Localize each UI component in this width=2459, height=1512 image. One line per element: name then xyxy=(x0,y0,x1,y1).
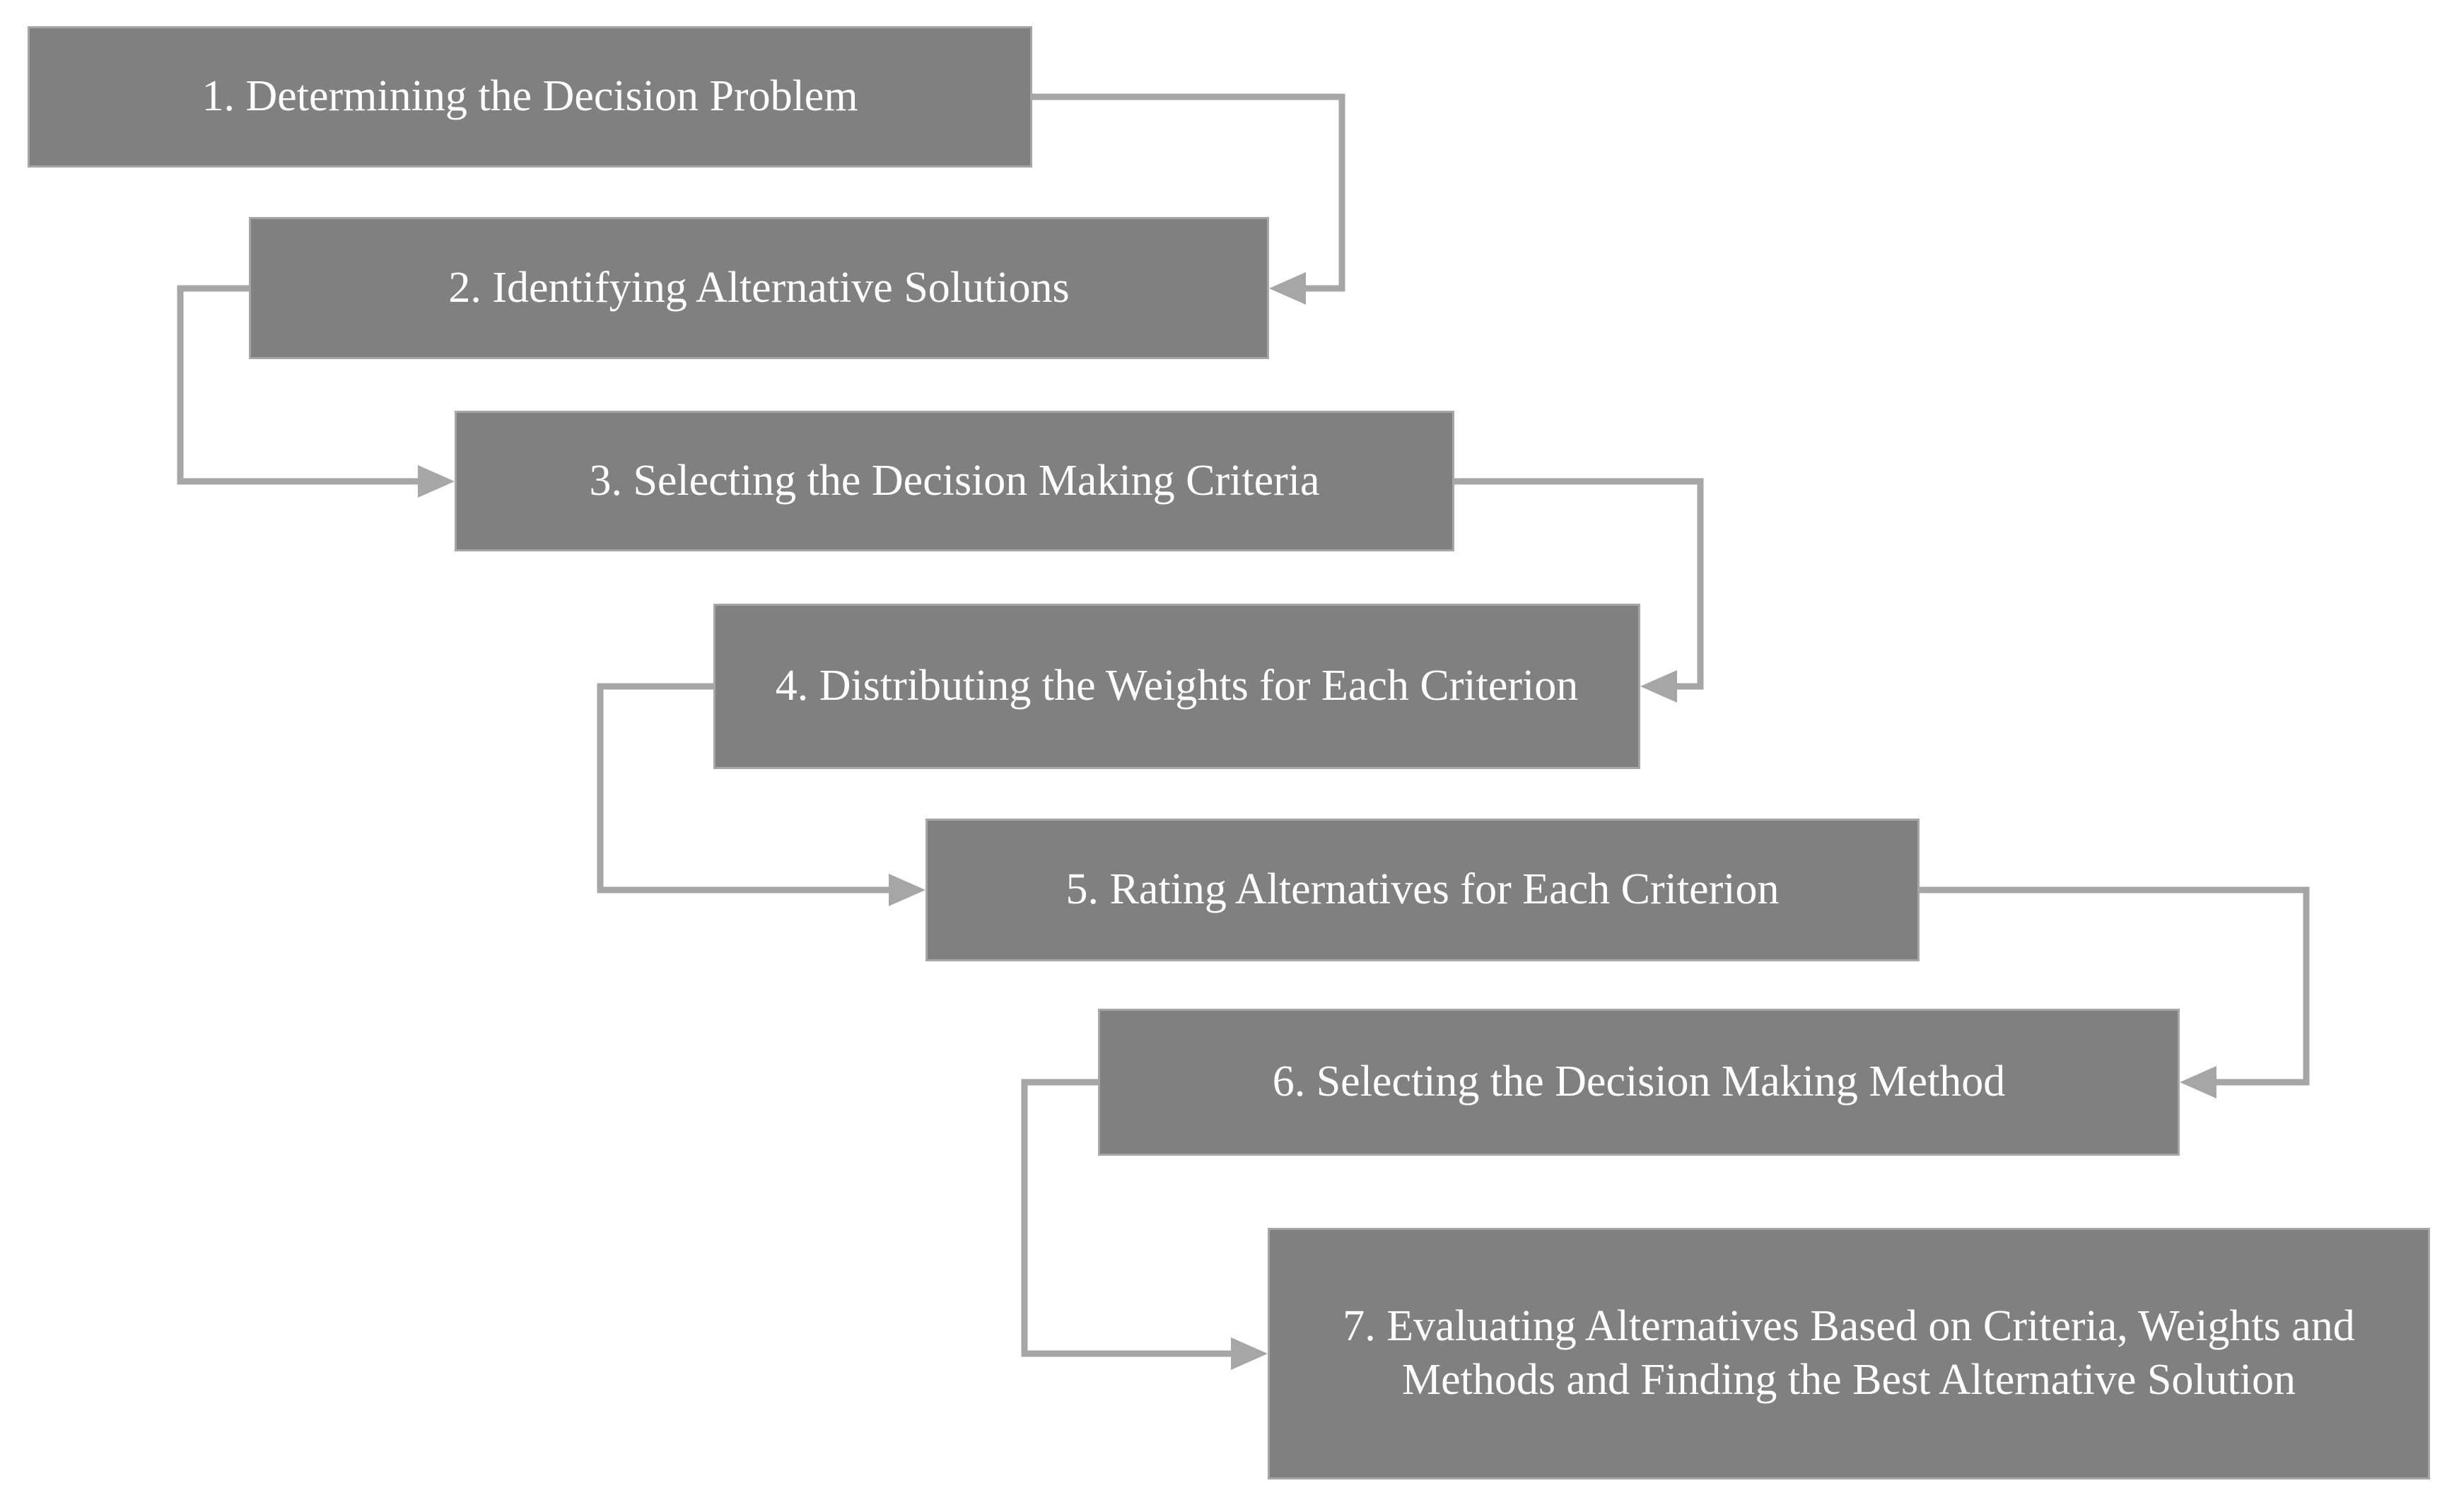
flow-node-label: 6. Selecting the Decision Making Method xyxy=(1272,1057,2006,1106)
flow-node-step-2[interactable]: 2. Identifying Alternative Solutions xyxy=(249,217,1269,359)
flow-node-step-1[interactable]: 1. Determining the Decision Problem xyxy=(28,26,1032,168)
flow-node-step-6[interactable]: 6. Selecting the Decision Making Method xyxy=(1098,1009,2180,1156)
flow-node-label: 5. Rating Alternatives for Each Criterio… xyxy=(1065,865,1780,914)
arrowhead xyxy=(1640,670,1677,703)
arrowhead xyxy=(1231,1337,1268,1370)
flow-node-step-3[interactable]: 3. Selecting the Decision Making Criteri… xyxy=(455,411,1454,551)
flow-node-label: 4. Distributing the Weights for Each Cri… xyxy=(775,662,1579,710)
arrowhead xyxy=(889,874,925,906)
flow-node-label: 2. Identifying Alternative Solutions xyxy=(448,263,1070,312)
flow-node-label: 1. Determining the Decision Problem xyxy=(201,72,858,121)
arrowhead xyxy=(1269,272,1306,305)
flow-node-step-5[interactable]: 5. Rating Alternatives for Each Criterio… xyxy=(925,819,1920,961)
flow-node-step-7[interactable]: 7. Evaluating Alternatives Based on Crit… xyxy=(1268,1228,2430,1479)
arrowhead xyxy=(2180,1066,2216,1098)
flow-node-step-4[interactable]: 4. Distributing the Weights for Each Cri… xyxy=(713,604,1640,769)
flow-node-label: 7. Evaluating Alternatives Based on Crit… xyxy=(1343,1302,2355,1404)
arrowhead xyxy=(418,465,455,498)
flow-node-label: 3. Selecting the Decision Making Criteri… xyxy=(589,456,1320,505)
